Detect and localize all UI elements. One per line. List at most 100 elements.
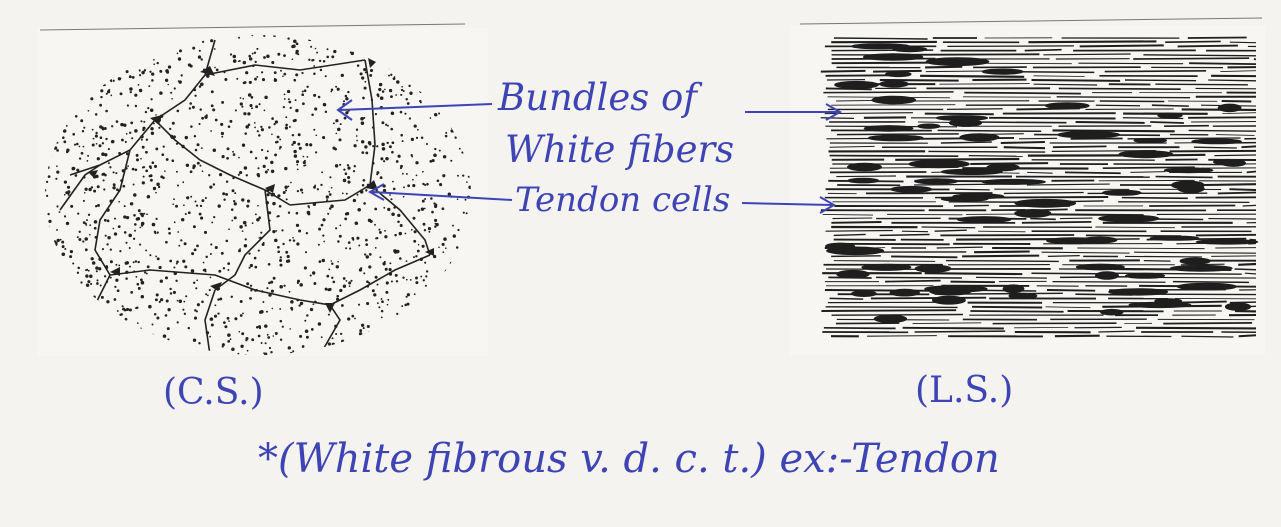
- cs-dot: [180, 74, 183, 77]
- cs-dot: [283, 54, 286, 57]
- cs-dot: [266, 287, 269, 290]
- cs-dot: [138, 88, 143, 93]
- longitudinal-section-drawing: [820, 36, 1259, 338]
- cs-dot: [86, 160, 89, 162]
- cs-dot: [94, 134, 98, 138]
- cs-dot: [134, 168, 138, 172]
- ls-fiber-streak: [1045, 306, 1091, 309]
- cs-dot: [220, 131, 225, 136]
- cs-dot: [115, 120, 119, 123]
- cs-dot: [332, 280, 336, 284]
- ls-tendon-cell: [956, 216, 1012, 223]
- cs-dot: [332, 122, 335, 125]
- cs-dot: [167, 83, 170, 86]
- cs-dot: [429, 117, 432, 119]
- cs-dot: [227, 125, 231, 128]
- cs-dot: [376, 283, 379, 286]
- cs-dot: [161, 153, 165, 157]
- cs-dot: [130, 291, 134, 294]
- cs-dot: [231, 219, 234, 222]
- cs-dot: [107, 162, 110, 165]
- cs-dot: [80, 151, 84, 155]
- ls-fiber-streak: [1149, 204, 1236, 207]
- cs-dot: [72, 132, 76, 136]
- cs-dot: [347, 175, 351, 180]
- cs-dot: [148, 85, 151, 88]
- cs-dot: [306, 85, 309, 89]
- cs-dot: [56, 205, 59, 208]
- cs-dot: [301, 93, 305, 97]
- cs-dot: [426, 182, 429, 186]
- ls-fiber-streak: [1229, 41, 1257, 44]
- ls-tendon-cell: [1098, 214, 1160, 223]
- cs-dot: [378, 306, 381, 309]
- ls-tendon-cell: [981, 68, 1024, 75]
- cs-dot: [130, 121, 134, 125]
- cs-dot: [232, 54, 237, 59]
- cs-dot: [129, 265, 131, 268]
- cs-dot: [164, 78, 169, 82]
- cs-dot: [190, 269, 195, 273]
- cs-dot: [296, 281, 299, 284]
- cs-dot: [280, 69, 282, 72]
- cs-dot: [155, 255, 158, 258]
- cs-dot: [379, 256, 382, 259]
- cs-dot: [210, 323, 214, 327]
- cs-dot: [246, 199, 251, 203]
- cs-dot: [428, 230, 431, 233]
- ls-fiber-streak: [822, 213, 874, 216]
- cs-dot: [93, 220, 98, 224]
- cs-dot: [326, 199, 329, 202]
- cs-dot: [347, 241, 351, 244]
- cs-dot: [150, 98, 153, 101]
- cs-dot: [321, 171, 324, 174]
- cs-dot: [126, 216, 130, 220]
- cs-dot: [96, 185, 100, 189]
- cs-dot: [62, 136, 65, 139]
- cs-dot: [369, 68, 374, 73]
- cs-dot: [156, 257, 160, 261]
- cs-dot: [264, 95, 268, 100]
- cs-dot: [391, 212, 395, 216]
- cs-dot: [464, 198, 467, 201]
- cs-dot: [302, 155, 305, 158]
- ls-fiber-streak: [1188, 129, 1257, 132]
- cs-dot: [233, 202, 237, 206]
- cs-dot: [135, 276, 138, 278]
- ls-fiber-streak: [964, 91, 1081, 95]
- cs-dot: [91, 143, 95, 147]
- cs-dot: [106, 300, 110, 304]
- cs-dot: [153, 58, 155, 61]
- cs-dot: [67, 194, 70, 196]
- cs-dot: [402, 172, 404, 175]
- cs-dot: [299, 301, 304, 306]
- ls-fiber-streak: [925, 65, 963, 69]
- cs-dot: [364, 253, 367, 256]
- cs-dot: [65, 191, 68, 194]
- ls-tendon-cell: [981, 178, 1046, 185]
- cs-dot: [182, 259, 186, 263]
- cs-dot: [149, 254, 152, 257]
- cs-dot: [142, 128, 145, 132]
- cs-dot: [141, 181, 145, 185]
- ls-fiber-streak: [836, 175, 896, 178]
- ls-tendon-cell: [1014, 198, 1077, 208]
- cs-dot: [212, 183, 216, 186]
- cs-dot: [431, 210, 434, 214]
- cs-dot: [258, 237, 261, 239]
- cs-dot: [409, 91, 413, 95]
- cs-dot: [352, 170, 356, 173]
- cs-dot: [128, 308, 132, 312]
- cs-dot: [279, 138, 282, 141]
- cs-dot: [434, 147, 437, 151]
- cs-dot: [143, 69, 147, 72]
- cs-dot: [120, 313, 123, 316]
- ls-fiber-streak: [978, 230, 1026, 233]
- cs-dot: [312, 303, 315, 306]
- cs-dot: [245, 339, 248, 342]
- cs-dot: [331, 337, 334, 340]
- cs-dot: [298, 229, 302, 233]
- cs-dot: [374, 246, 377, 249]
- cs-dot: [309, 307, 314, 312]
- ls-fiber-streak: [1046, 289, 1096, 292]
